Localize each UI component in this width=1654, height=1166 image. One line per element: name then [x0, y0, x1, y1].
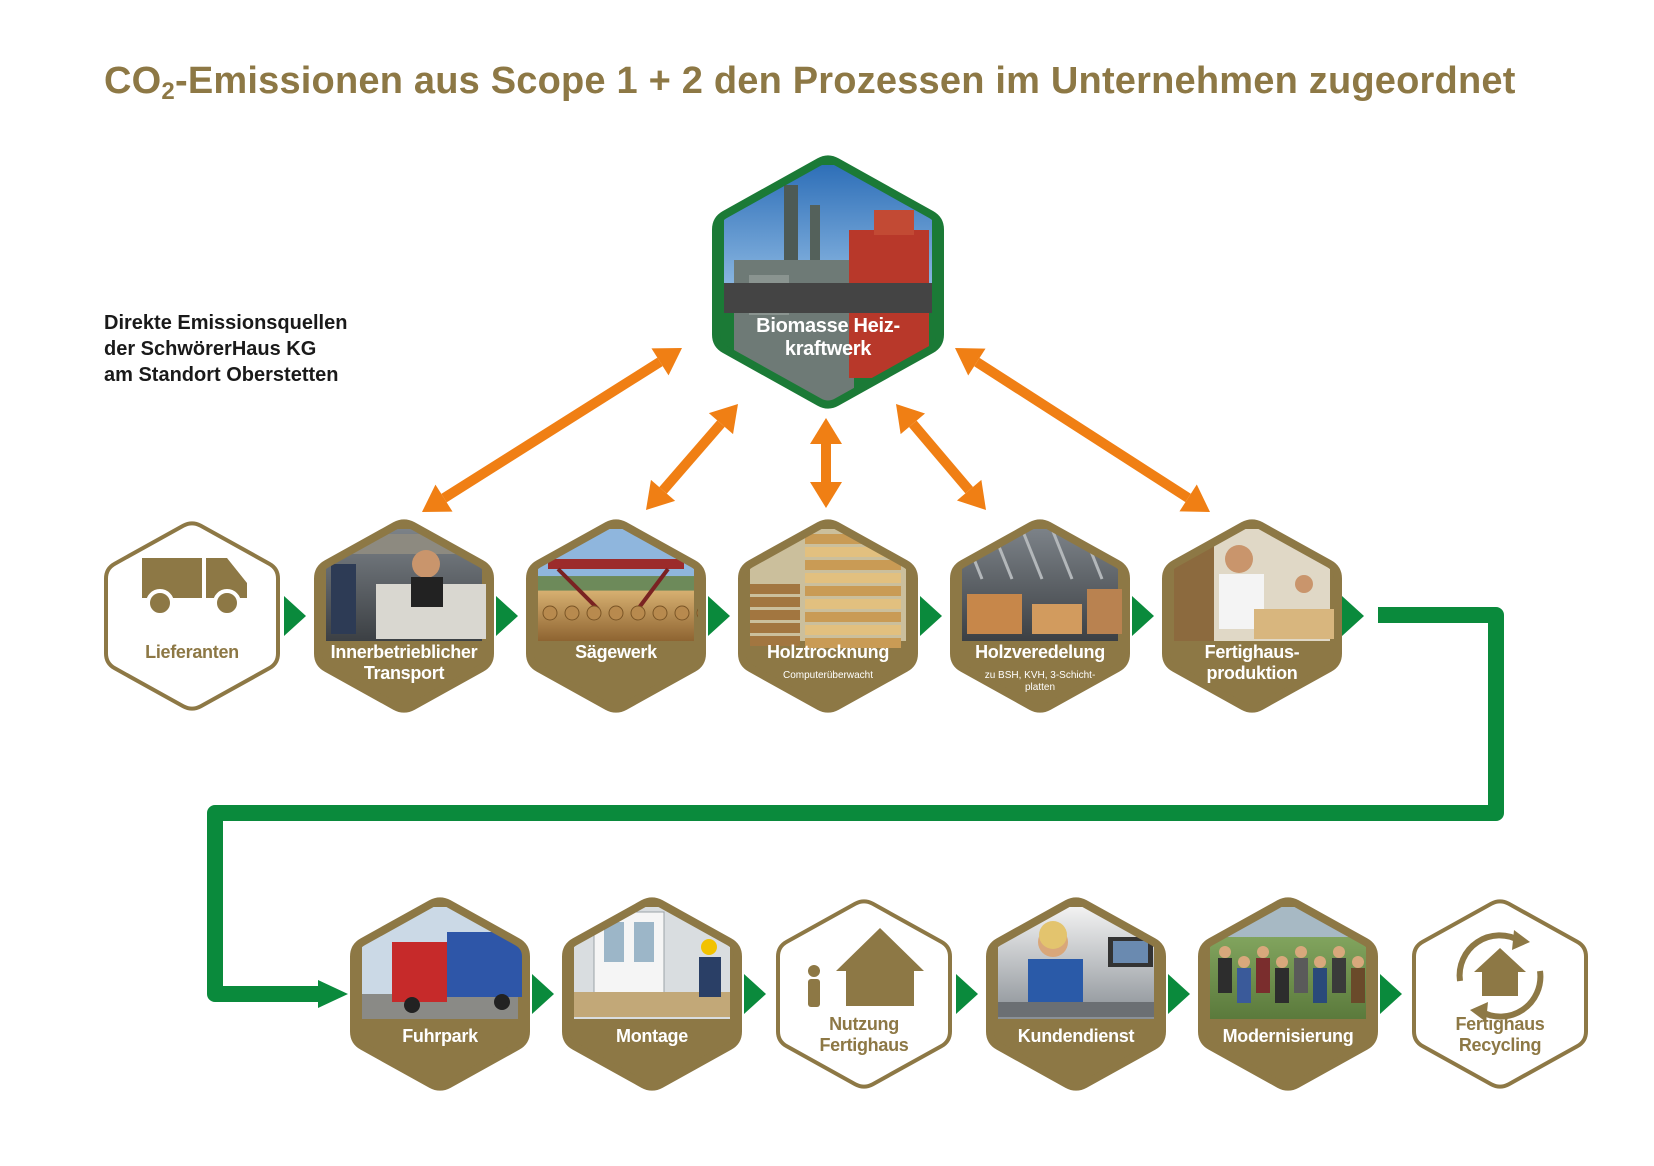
node-label: Holzveredelung: [975, 642, 1105, 662]
node-label: produktion: [1207, 663, 1298, 683]
node-montage: Montage: [562, 897, 742, 1091]
node-frame: [104, 521, 280, 711]
double-arrow: [810, 418, 842, 508]
flow-chevron: [1168, 974, 1190, 1014]
node-sublabel: zu BSH, KVH, 3-Schicht-: [985, 670, 1096, 681]
node-label: Fertighaus-: [1205, 642, 1300, 662]
node-saegewerk: Sägewerk: [526, 519, 706, 713]
node-label: Holztrocknung: [767, 642, 889, 662]
truck-icon: [142, 558, 247, 617]
flow-chevron: [956, 974, 978, 1014]
node-fuhrpark: Fuhrpark: [350, 897, 530, 1091]
subtitle-line: Direkte Emissionsquellen: [104, 312, 348, 334]
emission-arrows: [422, 348, 1210, 512]
node-holzveredelung: Holzveredelung zu BSH, KVH, 3-Schicht-pla…: [950, 519, 1130, 713]
flow-chevron: [708, 596, 730, 636]
forklift-photo: [326, 529, 486, 641]
node-label: Transport: [364, 663, 445, 683]
node-label: Nutzung: [829, 1014, 899, 1034]
node-biomasse-heizkraftwerk: Biomasse Heiz-kraftwerk: [712, 155, 944, 409]
node-label: Biomasse Heiz-: [756, 315, 900, 337]
assembly-photo: [574, 907, 730, 1019]
node-kundendienst: Kundendienst: [986, 897, 1166, 1091]
node-label: Fertighaus: [1455, 1014, 1544, 1034]
node-label: Sägewerk: [575, 642, 658, 662]
power-plant-photo: [724, 165, 932, 405]
node-label: Innerbetrieblicher: [331, 642, 478, 662]
node-label: Fuhrpark: [402, 1026, 479, 1046]
subtitle-line: am Standort Oberstetten: [104, 364, 339, 386]
node-label: Recycling: [1459, 1035, 1541, 1055]
node-label: kraftwerk: [785, 338, 872, 360]
node-lieferanten: Lieferanten: [104, 521, 280, 711]
flow-chevron: [1132, 596, 1154, 636]
flow-chevron: [496, 596, 518, 636]
flow-connector-arrowhead: [318, 980, 348, 1008]
node-label: Fertighaus: [819, 1035, 908, 1055]
house-person-icon: [808, 928, 924, 1007]
double-arrow: [646, 404, 738, 510]
house-recycle-icon: [1456, 930, 1544, 1022]
flow-connector-line: [207, 607, 1504, 1002]
team-photo: [1210, 907, 1366, 1019]
biomass-plant-node: Biomasse Heiz-kraftwerk: [712, 155, 944, 409]
double-arrow: [422, 348, 682, 512]
node-label: Lieferanten: [145, 642, 239, 662]
double-arrow: [955, 348, 1210, 512]
flow-chevron: [1342, 596, 1364, 636]
node-label: Modernisierung: [1223, 1026, 1354, 1046]
node-sublabel: Computerüberwacht: [783, 670, 873, 681]
node-label: Kundendienst: [1018, 1026, 1135, 1046]
node-fertighausproduktion: Fertighaus-produktion: [1162, 519, 1342, 713]
flow-chevron: [920, 596, 942, 636]
flow-chevron: [532, 974, 554, 1014]
flow-chevron: [744, 974, 766, 1014]
node-label: Montage: [616, 1026, 688, 1046]
flow-chevron: [284, 596, 306, 636]
subtitle-block: Direkte Emissionsquellen der SchwörerHau…: [104, 310, 347, 388]
double-arrow: [896, 404, 986, 510]
node-modernisierung: Modernisierung: [1198, 897, 1378, 1091]
page-title: CO2-Emissionen aus Scope 1 + 2 den Proze…: [104, 60, 1516, 105]
flow-chevron: [1380, 974, 1402, 1014]
node-sublabel: platten: [1025, 682, 1055, 693]
call-center-photo: [998, 907, 1154, 1019]
subtitle-line: der SchwörerHaus KG: [104, 338, 317, 360]
